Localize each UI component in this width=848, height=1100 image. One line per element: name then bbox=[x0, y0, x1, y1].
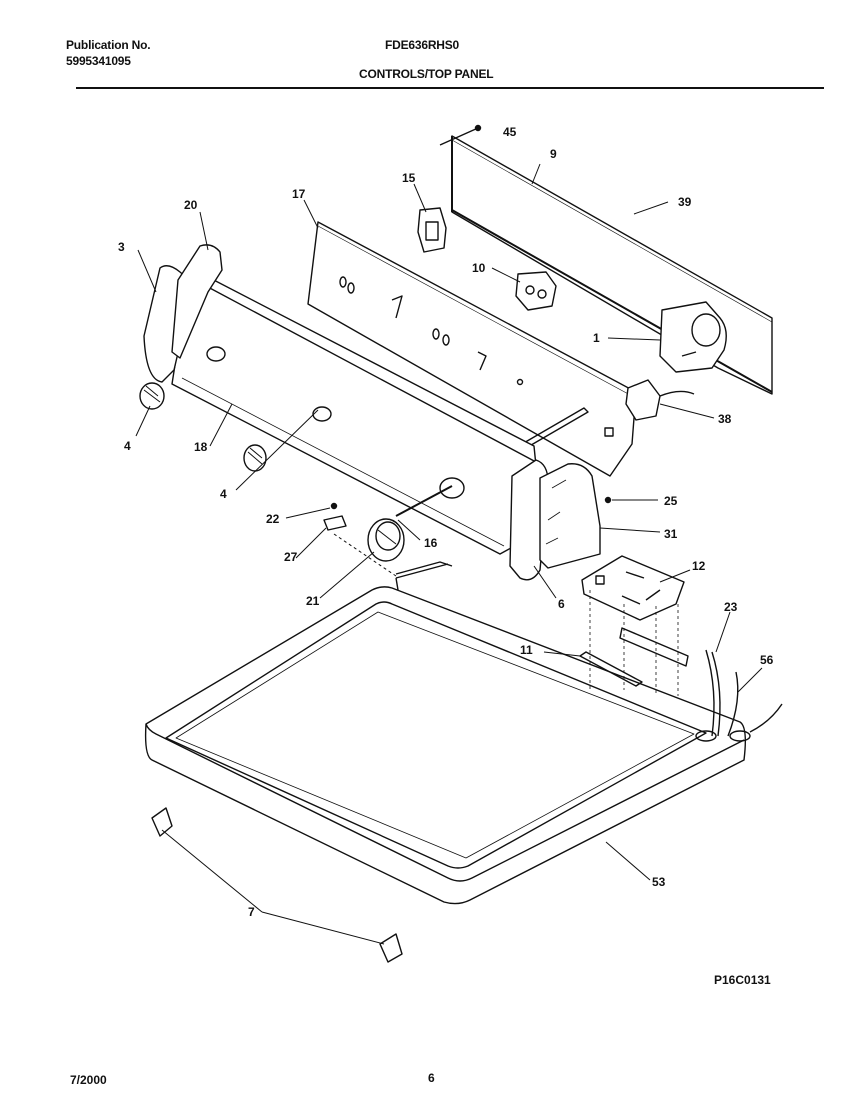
callout-12: 12 bbox=[692, 559, 706, 573]
callout-labels: 1 3 4 4 6 7 9 10 11 12 15 16 17 18 20 21… bbox=[118, 125, 774, 919]
callout-20: 20 bbox=[184, 198, 198, 212]
callout-25: 25 bbox=[664, 494, 678, 508]
hinge-clips bbox=[151, 807, 403, 963]
wire-harness bbox=[695, 649, 783, 742]
callout-56: 56 bbox=[760, 653, 774, 667]
callout-39: 39 bbox=[678, 195, 692, 209]
callout-45: 45 bbox=[503, 125, 517, 139]
publication-label: Publication No. bbox=[66, 38, 151, 52]
knobs bbox=[139, 382, 405, 562]
page-number: 6 bbox=[428, 1071, 435, 1085]
control-backplate bbox=[307, 221, 637, 477]
figure-code: P16C0131 bbox=[714, 973, 771, 987]
callout-17: 17 bbox=[292, 187, 306, 201]
callout-7: 7 bbox=[248, 905, 255, 919]
control-board bbox=[579, 555, 689, 696]
footer-date: 7/2000 bbox=[70, 1073, 107, 1087]
callout-38: 38 bbox=[718, 412, 732, 426]
callout-22: 22 bbox=[266, 512, 280, 526]
callout-4a: 4 bbox=[124, 439, 131, 453]
callout-1: 1 bbox=[593, 331, 600, 345]
callout-9: 9 bbox=[550, 147, 557, 161]
callout-11: 11 bbox=[520, 643, 533, 657]
callout-15: 15 bbox=[402, 171, 416, 185]
callout-23: 23 bbox=[724, 600, 738, 614]
callout-16: 16 bbox=[424, 536, 438, 550]
callout-27: 27 bbox=[284, 550, 298, 564]
hardware bbox=[323, 485, 612, 531]
end-caps bbox=[143, 244, 601, 581]
top-panel bbox=[144, 561, 747, 905]
callout-18: 18 bbox=[194, 440, 208, 454]
switch-modules bbox=[417, 207, 727, 373]
callout-21: 21 bbox=[306, 594, 320, 608]
callout-6: 6 bbox=[558, 597, 565, 611]
model-number: FDE636RHS0 bbox=[385, 38, 460, 52]
section-title: CONTROLS/TOP PANEL bbox=[359, 67, 494, 81]
callout-4b: 4 bbox=[220, 487, 227, 501]
callout-10: 10 bbox=[472, 261, 486, 275]
leader-lines bbox=[135, 163, 763, 945]
header-rule bbox=[76, 87, 824, 89]
callout-31: 31 bbox=[664, 527, 678, 541]
callout-53: 53 bbox=[652, 875, 666, 889]
callout-3: 3 bbox=[118, 240, 125, 254]
bracket-38 bbox=[625, 379, 695, 421]
publication-number: 5995341095 bbox=[66, 54, 131, 68]
